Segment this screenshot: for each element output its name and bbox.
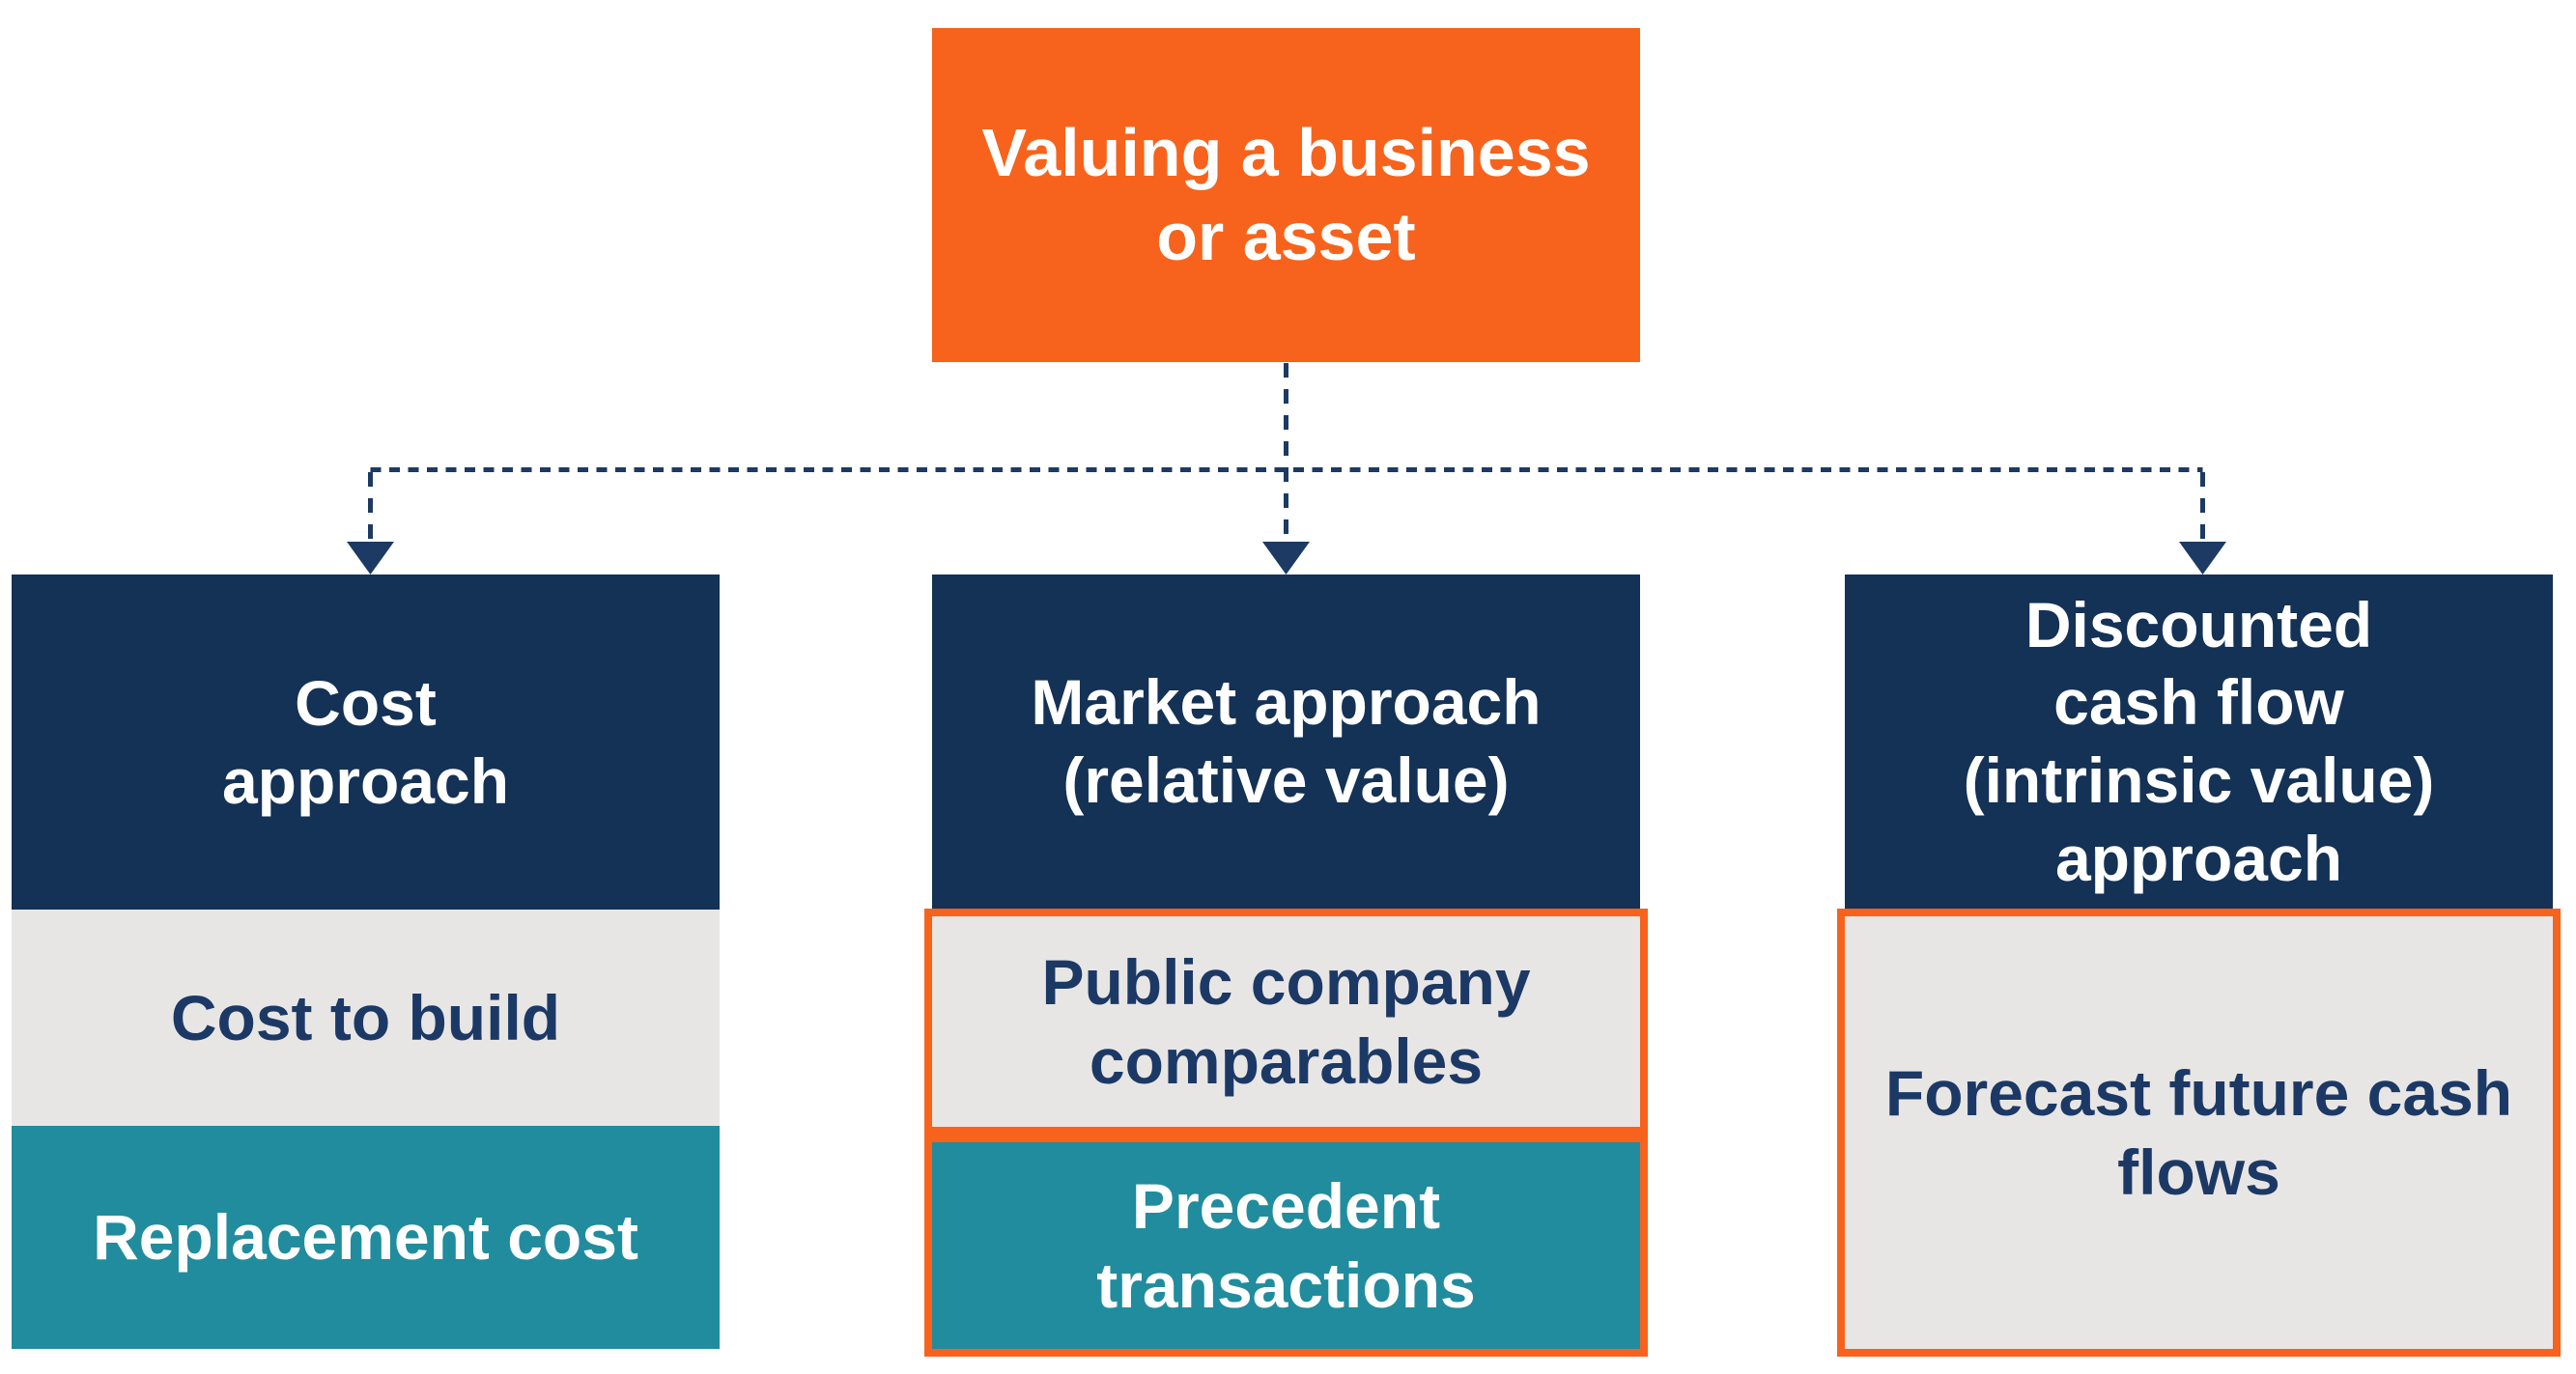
- header-dcf-approach-label: Discounted cash flow (intrinsic value) a…: [1963, 588, 2435, 894]
- header-cost-approach-label: Cost approach: [221, 666, 510, 817]
- box-public-company-comparables-label: Public company comparables: [1041, 945, 1531, 1098]
- header-market-approach: Market approach (relative value): [932, 575, 1640, 909]
- box-precedent-transactions: Precedent transactions: [924, 1135, 1648, 1357]
- arrowhead-center: [1262, 542, 1310, 575]
- arrowhead-right: [2179, 542, 2226, 575]
- header-dcf-approach: Discounted cash flow (intrinsic value) a…: [1845, 575, 2553, 909]
- box-cost-to-build: Cost to build: [12, 910, 720, 1126]
- arrowhead-left: [347, 542, 394, 575]
- box-replacement-cost-label: Replacement cost: [93, 1201, 638, 1274]
- box-forecast-future-cash-flows: Forecast future cash flows: [1837, 909, 2561, 1357]
- root-box-title: Valuing a business or asset: [981, 115, 1591, 274]
- box-public-company-comparables: Public company comparables: [924, 909, 1648, 1135]
- header-cost-approach: Cost approach: [12, 575, 720, 910]
- header-market-approach-label: Market approach (relative value): [1031, 666, 1542, 816]
- box-cost-to-build-label: Cost to build: [170, 981, 561, 1053]
- box-precedent-transactions-label: Precedent transactions: [1096, 1169, 1476, 1322]
- box-replacement-cost: Replacement cost: [12, 1126, 720, 1349]
- box-forecast-future-cash-flows-label: Forecast future cash flows: [1884, 1056, 2513, 1209]
- root-box: Valuing a business or asset: [932, 28, 1640, 362]
